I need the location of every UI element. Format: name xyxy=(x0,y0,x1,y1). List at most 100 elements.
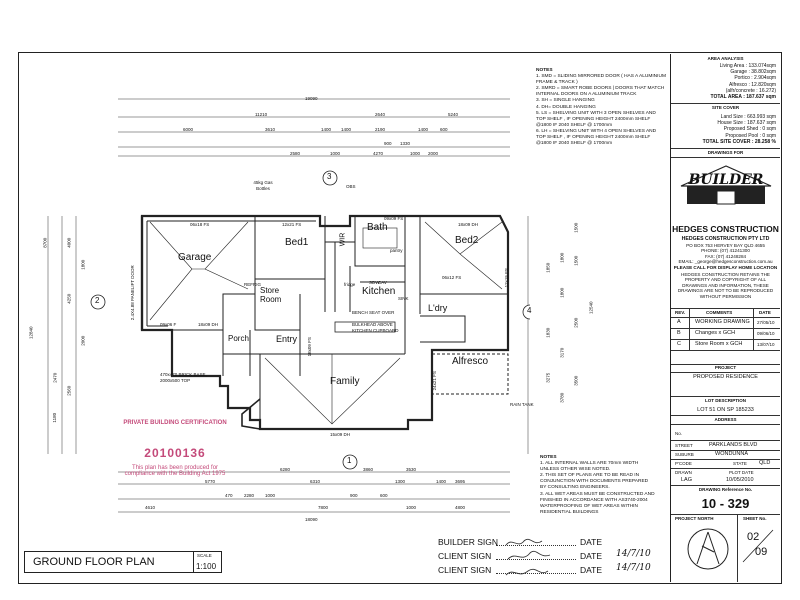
dim-bottom: 6280 xyxy=(280,467,291,472)
copyright: HEDGES CONSTRUCTION RETAINS THE PROPERTY… xyxy=(677,271,774,299)
notes-heading: NOTES xyxy=(540,455,557,460)
dim-top: 900 xyxy=(384,141,392,146)
sdw-label: SDW xyxy=(369,280,380,285)
dim-left: 4250 xyxy=(66,293,72,304)
dim-right: 3275 xyxy=(545,372,551,383)
address-heading: ADDRESS xyxy=(714,417,737,422)
dim-top: 600 xyxy=(440,127,448,132)
dim-top-overall: 19090 xyxy=(305,96,318,101)
site-cover: Land Size : 663.993 sqm House Size : 187… xyxy=(675,114,776,145)
window-label: 06x18 FS xyxy=(190,222,210,227)
site-row: Proposed Pool : 0 sqm xyxy=(725,132,776,139)
fridge-label: fridge xyxy=(344,282,356,287)
area-row: Portico : 2.904sqm xyxy=(734,75,776,82)
dim-left: 2470 xyxy=(52,372,58,383)
builder-sign-label: BUILDER SIGN xyxy=(438,537,498,547)
pcode-label: P'CODE xyxy=(675,461,692,466)
section-marker-4: 4 xyxy=(527,306,532,315)
title-block: GROUND FLOOR PLAN SCALE 1:100 xyxy=(24,551,222,573)
room-wir: WIR xyxy=(339,232,347,247)
dim-right: 1830 xyxy=(545,327,551,338)
dim-top: 2190 xyxy=(375,127,386,132)
brand-name: HEDGES CONSTRUCTION xyxy=(672,224,779,234)
window-label: 09x09 FS xyxy=(384,216,404,221)
dim-bottom: 900 xyxy=(350,493,358,498)
brick-base-label: 470x470 BRICK BASE, 2000x500 TOP xyxy=(160,372,207,383)
room-pantry: pantry xyxy=(390,248,403,253)
company-name: HEDGES CONSTRUCTION PTY LTD xyxy=(681,236,770,242)
note-item: 3. ALL WET AREAS MUST BE CONSTRUCTED AND… xyxy=(540,491,655,515)
drawn-label: DRAWN xyxy=(675,470,692,475)
room-entry: Entry xyxy=(276,334,298,344)
dim-top: 1000 xyxy=(330,151,341,156)
dim-right: 1500 xyxy=(573,255,579,266)
dim-bottom: 5770 xyxy=(205,479,216,484)
obs-label: OBS xyxy=(346,184,356,189)
dim-left: 1800 xyxy=(80,259,86,270)
window-label: 15x09 DH xyxy=(330,432,351,437)
note-item: 2. SMRD = SMART ROBE DOORS | DOORS THAT … xyxy=(536,86,665,98)
company-phone: PHONE: (07) 41241300 xyxy=(701,248,750,254)
date-value: 14/7/10 xyxy=(616,549,651,559)
company-details: HEDGES CONSTRUCTION PTY LTD PO BOX 753 H… xyxy=(673,236,778,300)
address-no-label: No. xyxy=(675,431,683,436)
scale-label: SCALE xyxy=(197,553,212,558)
dim-bottom: 3530 xyxy=(406,467,417,472)
rev-header: DATE xyxy=(759,310,771,315)
site-row: Land Size : 663.993 sqm xyxy=(720,114,776,120)
drawing-sheet xyxy=(18,52,782,584)
dim-bottom: 600 xyxy=(380,493,388,498)
note-item: 1. ALL INTERNAL WALLS ARE 70mm WIDTH UNL… xyxy=(540,461,639,473)
window-label: 12x21 FS xyxy=(282,222,302,227)
dim-right: 12540 xyxy=(588,301,594,315)
plot-date-value: 10/05/2010 xyxy=(726,477,754,483)
room-kitchen: Kitchen xyxy=(362,286,396,297)
logo-text: BUILDER xyxy=(688,172,764,188)
room-laundry: L'dry xyxy=(428,303,448,313)
sink-label: SINK xyxy=(398,296,409,301)
notes-heading: NOTES xyxy=(536,68,553,73)
client-sign-label: CLIENT SIGN xyxy=(438,551,492,561)
display-home-note: PLEASE CALL FOR DISPLAY HOME LOCATION xyxy=(673,264,778,270)
room-bath: Bath xyxy=(367,222,388,233)
rev-date: 13/07/10 xyxy=(757,342,775,347)
dim-right: 3170 xyxy=(559,347,565,358)
date-value: 14/7/10 xyxy=(616,563,651,573)
company-fax: FAX: (07) 41248284 xyxy=(704,253,747,259)
dim-bottom: 4610 xyxy=(145,505,156,510)
dim-bottom: 2280 xyxy=(244,493,255,498)
project-heading: PROJECT xyxy=(714,365,737,370)
dim-left: 1180 xyxy=(52,412,58,423)
dim-right: 1850 xyxy=(545,262,551,273)
room-alfresco: Alfresco xyxy=(452,356,489,367)
section-marker-3: 3 xyxy=(327,172,332,181)
dim-top: 2640 xyxy=(375,112,386,117)
notes-bottom: NOTES 1. ALL INTERNAL WALLS ARE 70mm WID… xyxy=(540,455,655,516)
dim-top: 6000 xyxy=(183,127,194,132)
area-row: Living Area : 133.074sqm xyxy=(719,63,776,69)
area-row: (alfr/concrete : 16.272) xyxy=(725,87,776,94)
gas-bottles-label: 45kg Gas Bottles xyxy=(253,180,273,191)
rev-header: REV. xyxy=(675,310,686,315)
area-row: Garage : 38.802sqm xyxy=(730,69,776,76)
note-item: 5. LS = SHELVING UNIT WITH 3 OPEN SHELVE… xyxy=(536,110,656,128)
plot-date-label: PLOT DATE xyxy=(729,470,754,475)
room-bed2: Bed2 xyxy=(455,235,479,246)
cav-label: CAV xyxy=(378,280,387,285)
dim-top: 11210 xyxy=(255,112,268,117)
dim-right: 1800 xyxy=(559,287,565,298)
note-item: 6. LH = SHELVING UNIT WITH 4 OPEN SHELVE… xyxy=(536,128,657,147)
dim-left: 12840 xyxy=(28,326,34,340)
rain-tank-label: RAIN TANK xyxy=(510,402,534,407)
builder-logo xyxy=(680,165,772,205)
area-total: TOTAL AREA : 187.637 sqm xyxy=(710,94,776,101)
dim-left: 2560 xyxy=(66,385,72,396)
rev-letter: B xyxy=(677,330,681,336)
rev-date: 09/06/10 xyxy=(757,331,775,336)
roller-door-label: 2.4X4.88 PANELIFT DOOR xyxy=(129,265,135,321)
refrig-label: REFRIG xyxy=(244,282,262,287)
window-label: 18x09 FS xyxy=(306,337,312,357)
site-total: TOTAL SITE COVER : 28.258 % xyxy=(702,138,776,145)
rev-header: COMMENTS xyxy=(706,310,733,315)
window-label: 12x15 FS xyxy=(503,268,509,288)
